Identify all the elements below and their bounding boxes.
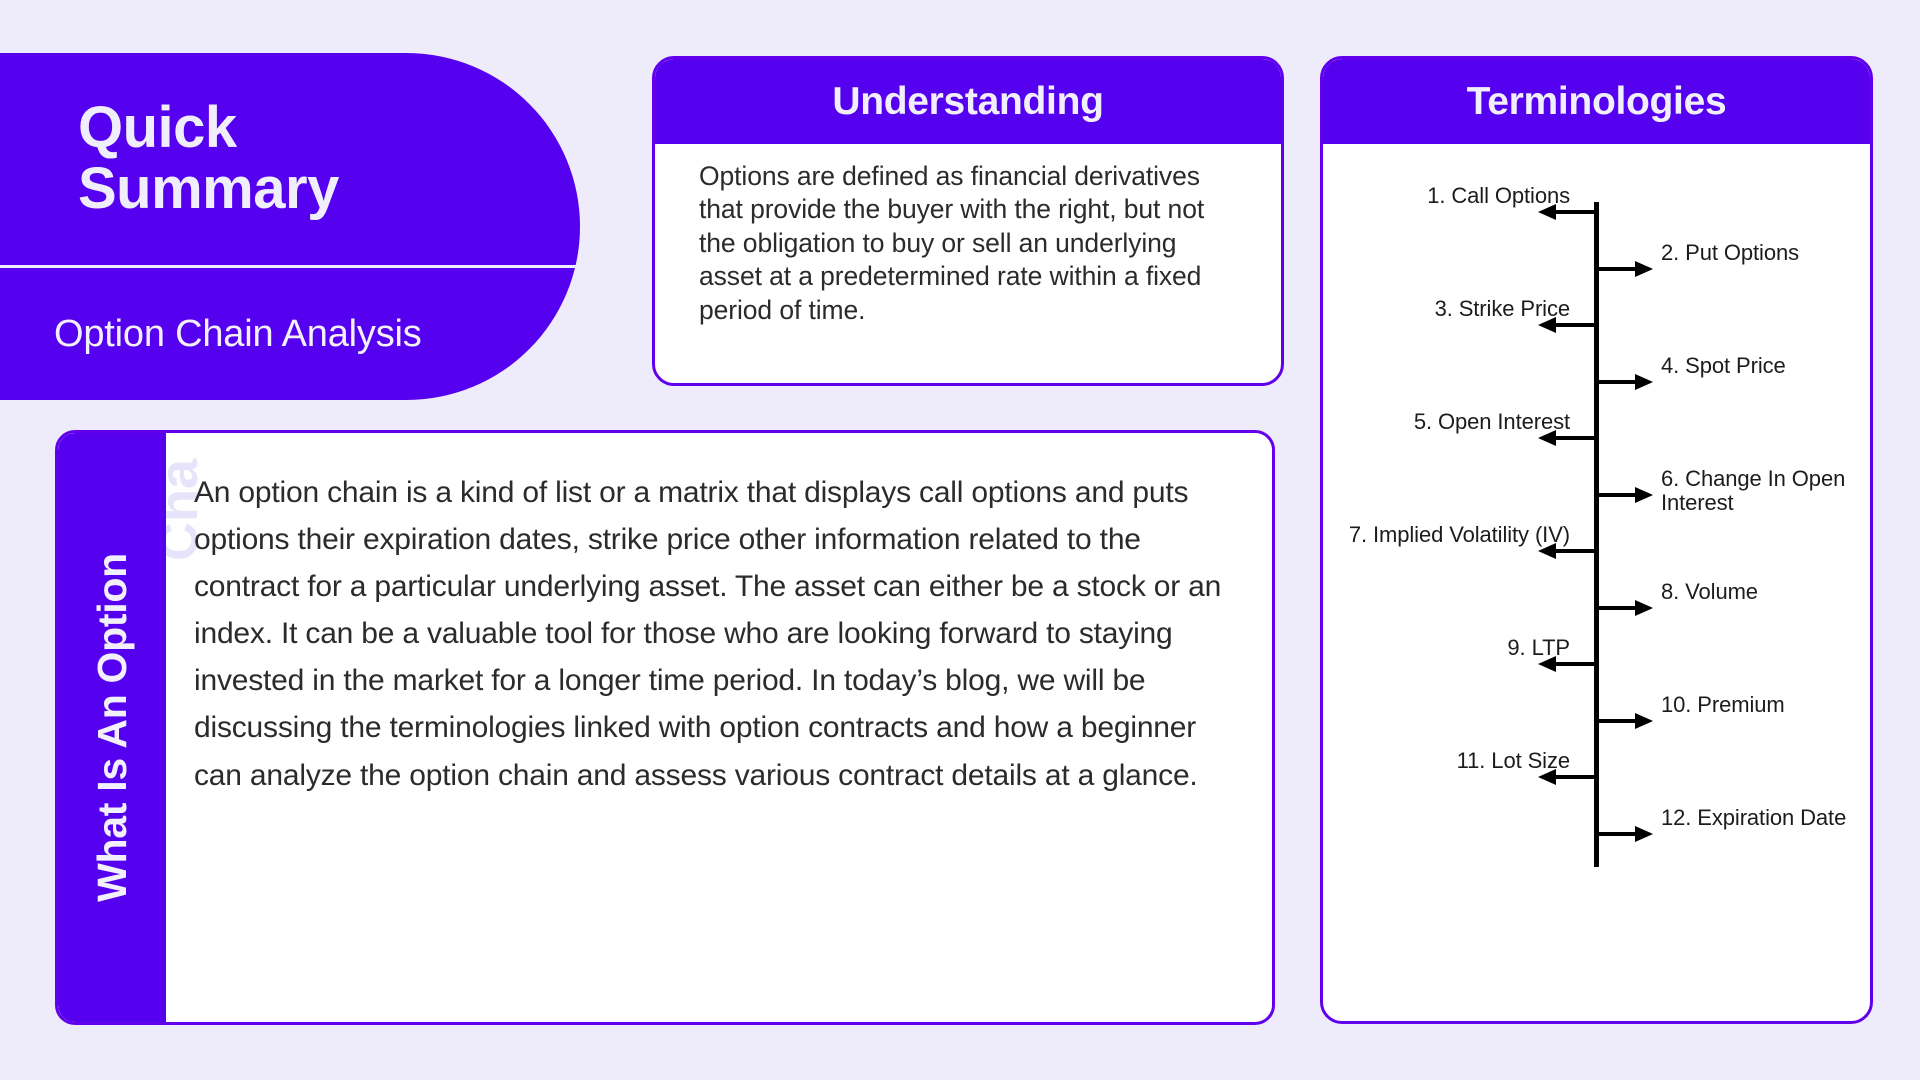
what-is-an-option-side-label: What Is An Option bbox=[88, 553, 135, 902]
timeline-axis-line bbox=[1594, 202, 1599, 867]
timeline-label: 11. Lot Size bbox=[1456, 748, 1570, 773]
quick-summary-title-area: Quick Summary bbox=[0, 53, 580, 265]
arrow-right-icon bbox=[1597, 825, 1653, 843]
arrow-left-icon bbox=[1538, 768, 1594, 786]
arrow-right-icon bbox=[1597, 486, 1653, 504]
timeline-label: 6. Change In Open Interest bbox=[1661, 465, 1846, 516]
arrow-left-icon bbox=[1538, 316, 1594, 334]
arrow-right-icon bbox=[1597, 712, 1653, 730]
terminologies-card: Terminologies 1. Call Options 2. Put Opti… bbox=[1320, 56, 1873, 1024]
quick-summary-card: Quick Summary Option Chain Analysis bbox=[0, 53, 580, 400]
quick-summary-subtitle: Option Chain Analysis bbox=[54, 312, 422, 355]
timeline-label: 3. Strike Price bbox=[1434, 296, 1571, 321]
timeline-label: 8. Volume bbox=[1661, 578, 1758, 604]
understanding-header-title: Understanding bbox=[832, 79, 1104, 123]
what-is-an-option-sidebar: What Is An Option bbox=[58, 433, 166, 1022]
timeline-label: 2. Put Options bbox=[1661, 239, 1800, 265]
arrow-right-icon bbox=[1597, 599, 1653, 617]
quick-summary-subtitle-area: Option Chain Analysis bbox=[0, 268, 580, 400]
timeline-label: 4. Spot Price bbox=[1661, 352, 1786, 378]
quick-summary-title: Quick Summary bbox=[78, 95, 339, 221]
arrow-right-icon bbox=[1597, 260, 1653, 278]
arrow-left-icon bbox=[1538, 655, 1594, 673]
terminologies-header-title: Terminologies bbox=[1466, 79, 1727, 123]
timeline-label: 9. LTP bbox=[1507, 635, 1570, 660]
understanding-card: Understanding Options are defined as fin… bbox=[652, 56, 1284, 386]
timeline-label: 1. Call Options bbox=[1427, 183, 1570, 208]
arrow-left-icon bbox=[1538, 429, 1594, 447]
what-is-an-option-paragraph: An option chain is a kind of list or a m… bbox=[194, 476, 1222, 792]
arrow-left-icon bbox=[1538, 203, 1594, 221]
timeline-label: 7. Implied Volatility (IV) bbox=[1348, 522, 1570, 547]
understanding-paragraph: Options are defined as financial derivat… bbox=[699, 161, 1205, 325]
terminologies-timeline: 1. Call Options 2. Put Options 3. Strike P… bbox=[1323, 144, 1870, 1021]
understanding-header: Understanding bbox=[655, 59, 1281, 144]
arrow-right-icon bbox=[1597, 373, 1653, 391]
arrow-left-icon bbox=[1538, 542, 1594, 560]
what-is-an-option-card: What Is An Option Cha An option chain is… bbox=[55, 430, 1275, 1025]
timeline-label: 5. Open Interest bbox=[1413, 409, 1570, 434]
timeline-label: 10. Premium bbox=[1661, 691, 1785, 717]
timeline-label: 12. Expiration Date bbox=[1661, 804, 1847, 830]
what-is-an-option-body: Cha An option chain is a kind of list or… bbox=[149, 433, 1272, 1022]
quick-summary-divider bbox=[0, 265, 580, 268]
terminologies-header: Terminologies bbox=[1323, 59, 1870, 144]
understanding-body: Options are defined as financial derivat… bbox=[655, 144, 1281, 383]
